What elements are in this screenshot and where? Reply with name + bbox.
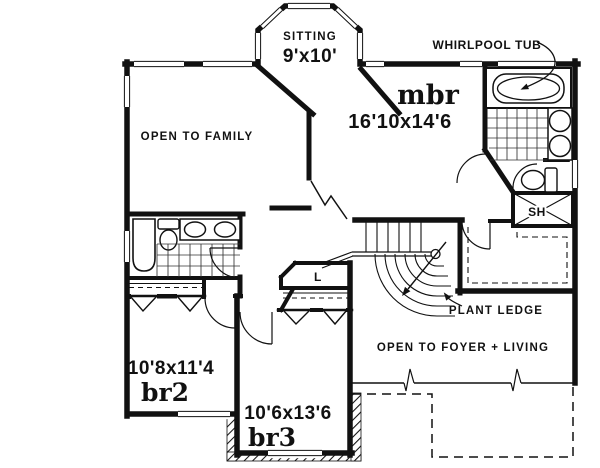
- whirlpool-arrow: [520, 41, 556, 90]
- label-br3-dims: 10'6x13'6: [244, 403, 332, 424]
- label-shower: SH: [528, 205, 546, 219]
- vanity-double-sink: [179, 218, 241, 241]
- door-swings: [204, 153, 538, 345]
- shower-stall: [512, 192, 574, 227]
- toilet-room-door: [512, 163, 538, 189]
- label-linen-closet: L: [314, 270, 322, 284]
- label-sitting-dims: 9'x10': [283, 46, 337, 67]
- hall-bathroom: [132, 218, 241, 277]
- plant-ledge-arrow: [443, 292, 463, 307]
- break-marks: [403, 368, 522, 392]
- stair-rail: [319, 251, 431, 269]
- stair-treads: [365, 222, 422, 252]
- label-whirlpool-tub: WHIRLPOOL TUB: [433, 38, 542, 52]
- label-plant-ledge: PLANT LEDGE: [449, 305, 543, 317]
- toilet: [157, 218, 180, 251]
- mbr-bath-door: [456, 153, 487, 184]
- label-mbr-dims: 16'10x14'6: [348, 111, 452, 133]
- windows: [121, 0, 581, 459]
- br3-door: [239, 311, 273, 345]
- bathtub: [132, 218, 156, 272]
- closet-door-jambs: [127, 294, 352, 312]
- label-br2-name: br2: [141, 378, 189, 407]
- master-vanity-sinks: [547, 107, 573, 161]
- label-open-to-family: OPEN TO FAMILY: [141, 131, 254, 143]
- dashed-outline-below: [352, 385, 574, 458]
- closet-shelves: [129, 227, 568, 326]
- master-bath: [485, 67, 574, 227]
- walkin-shelf-dashed: [467, 227, 568, 284]
- label-br2-dims: 10'8x11'4: [128, 358, 214, 379]
- master-tile-grid: [487, 108, 549, 161]
- label-br3-name: br3: [248, 423, 296, 452]
- mbr-double-doors: [310, 180, 348, 220]
- label-sitting-name: SITTING: [283, 31, 337, 43]
- br2-door: [204, 297, 236, 329]
- bath-door: [209, 247, 241, 279]
- staircase: [319, 222, 455, 317]
- label-mbr-name: mbr: [397, 80, 459, 111]
- label-open-to-foyer: OPEN TO FOYER + LIVING: [377, 342, 549, 354]
- open-below-edge: [352, 368, 575, 392]
- master-toilet: [520, 167, 558, 193]
- walkin-closet-door: [461, 220, 491, 250]
- bifold-doors: [129, 295, 348, 326]
- labels: SITTING 9'x10' WHIRLPOOL TUB mbr 16'10x1…: [128, 31, 549, 452]
- stair-direction-arrow: [402, 241, 447, 296]
- whirlpool-tub: [485, 67, 572, 109]
